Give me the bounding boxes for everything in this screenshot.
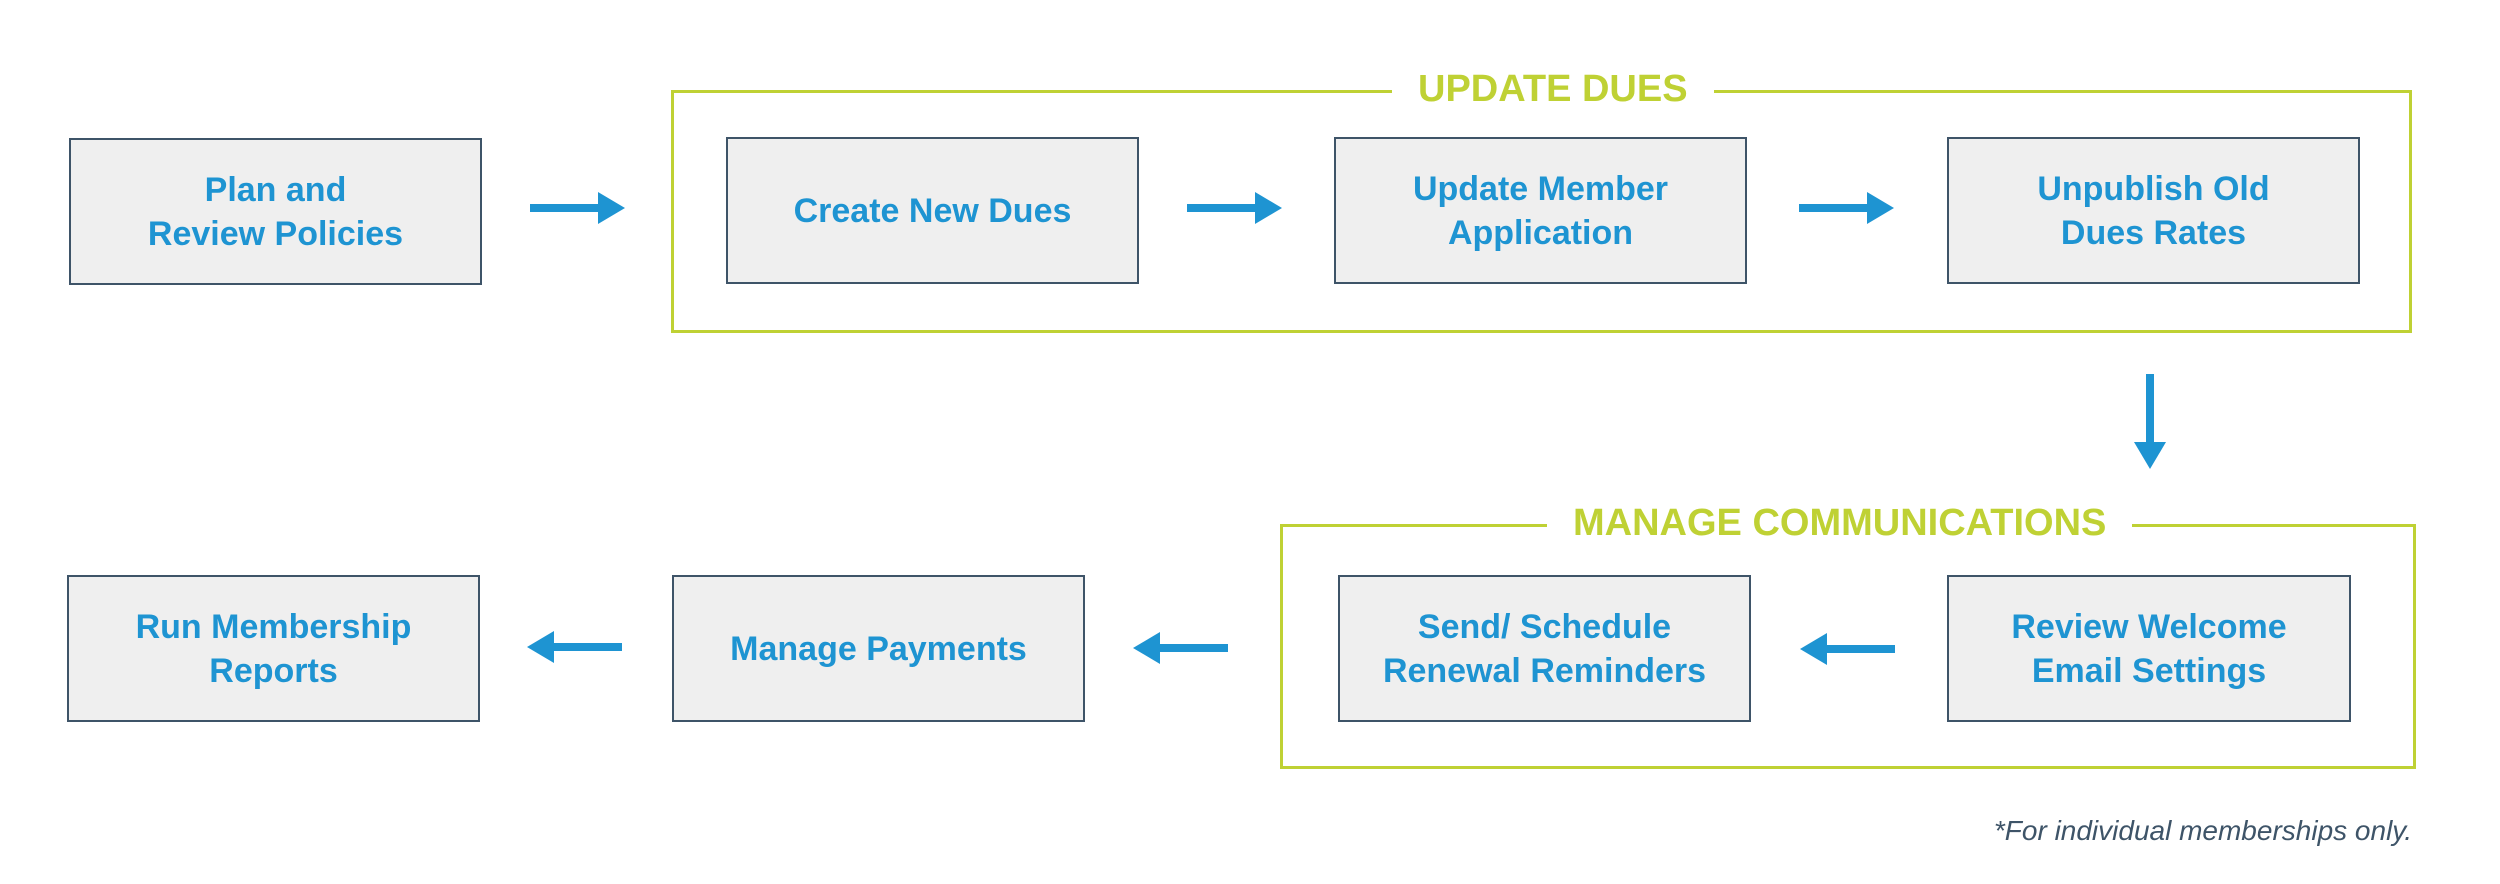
step-label-line1: Update Member xyxy=(1412,169,1669,208)
arrow-right-icon xyxy=(530,192,625,224)
arrow-down-icon xyxy=(2134,374,2166,469)
group-title-update-dues: UPDATE DUES xyxy=(1392,67,1714,111)
step-label-line2: Dues Rates xyxy=(2060,213,2247,252)
step-unpublish-old-dues-rates: Unpublish Old Dues Rates xyxy=(1947,137,2360,284)
step-label-line1: Review Welcome xyxy=(2011,607,2287,646)
step-review-welcome-email: Review Welcome Email Settings xyxy=(1947,575,2351,722)
step-plan-review-policies: Plan and Review Policies xyxy=(69,138,482,285)
group-title-manage-communications: MANAGE COMMUNICATIONS xyxy=(1547,501,2133,545)
footnote: *For individual memberships only. xyxy=(1993,815,2412,846)
step-run-membership-reports: Run Membership Reports xyxy=(67,575,480,722)
arrow-right-icon xyxy=(1799,192,1894,224)
step-renewal-reminders: Send/ Schedule Renewal Reminders xyxy=(1338,575,1751,722)
step-label-line2: Review Policies xyxy=(147,214,404,253)
arrow-left-icon xyxy=(527,631,622,663)
group-update-dues: UPDATE DUES xyxy=(671,67,2412,333)
step-label-line1: Send/ Schedule xyxy=(1417,607,1672,646)
arrow-right-icon xyxy=(1187,192,1282,224)
step-update-member-application: Update Member Application xyxy=(1334,137,1747,284)
step-label-line1: Plan and xyxy=(204,170,347,209)
step-label-line1: Unpublish Old xyxy=(2037,169,2270,208)
group-manage-communications: MANAGE COMMUNICATIONS xyxy=(1280,501,2416,769)
step-label-line1: Run Membership xyxy=(135,607,412,646)
arrow-left-icon xyxy=(1800,633,1895,665)
step-label-line1: Manage Payments xyxy=(730,629,1027,668)
step-label-line2: Email Settings xyxy=(2031,651,2267,690)
step-label-line2: Reports xyxy=(209,651,338,690)
step-label-line2: Application xyxy=(1447,213,1634,252)
arrow-left-icon xyxy=(1133,632,1228,664)
step-create-new-dues: Create New Dues xyxy=(726,137,1139,284)
step-label-line2: Renewal Reminders xyxy=(1382,651,1707,690)
step-manage-payments: Manage Payments xyxy=(672,575,1085,722)
step-label-line1: Create New Dues xyxy=(793,191,1072,230)
